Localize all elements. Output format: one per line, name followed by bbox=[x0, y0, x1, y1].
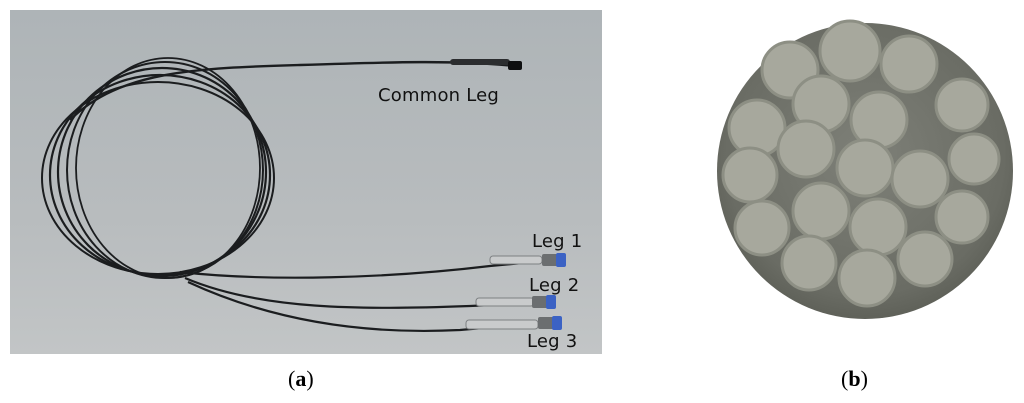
leg1-label: Leg 1 bbox=[532, 231, 583, 252]
fiber-cross-section-illustration bbox=[717, 19, 1013, 319]
fiber-bundle-photo: Common Leg Leg 1 Leg 2 Leg 3 bbox=[10, 10, 602, 354]
common-leg-sleeve bbox=[450, 59, 510, 65]
core bbox=[721, 146, 779, 204]
fiber-bundle-illustration bbox=[41, 57, 566, 333]
core bbox=[835, 138, 895, 198]
core bbox=[879, 34, 939, 94]
fiber-cross-section-photo bbox=[714, 18, 1020, 324]
caption-a: (a) bbox=[288, 366, 314, 392]
leg2-label: Leg 2 bbox=[529, 275, 580, 296]
leg1-fiber bbox=[179, 258, 556, 279]
leg2-fiber bbox=[184, 276, 539, 309]
core bbox=[791, 181, 851, 241]
leg2-connector-cap bbox=[546, 295, 556, 309]
core bbox=[848, 197, 908, 257]
leg2-connector-body bbox=[532, 296, 548, 308]
leg1-connector-cap bbox=[556, 253, 566, 267]
caption-b-letter: b bbox=[848, 366, 861, 391]
core bbox=[890, 149, 950, 209]
core bbox=[837, 248, 897, 308]
caption-a-close-paren: ) bbox=[306, 366, 314, 391]
common-leg-label: Common Leg bbox=[378, 85, 500, 106]
leg3-sleeve bbox=[465, 319, 539, 330]
core bbox=[896, 230, 954, 288]
fiber-coil bbox=[41, 57, 275, 279]
common-leg-connector bbox=[508, 61, 522, 70]
core bbox=[934, 77, 990, 133]
core bbox=[947, 132, 1001, 186]
fiber-cores bbox=[721, 19, 1001, 308]
core bbox=[934, 189, 990, 245]
leg3-label: Leg 3 bbox=[527, 331, 578, 352]
leg3-connector-cap bbox=[552, 316, 562, 330]
core bbox=[818, 19, 882, 83]
caption-b-close-paren: ) bbox=[860, 366, 868, 391]
caption-b-open-paren: ( bbox=[841, 366, 849, 391]
leg1-connector-body bbox=[542, 254, 558, 266]
caption-a-letter: a bbox=[295, 366, 307, 391]
leg3-connector-body bbox=[538, 317, 554, 329]
core bbox=[780, 234, 838, 292]
leg1-sleeve bbox=[489, 255, 543, 265]
leg2-sleeve bbox=[475, 297, 535, 307]
core bbox=[776, 119, 836, 179]
caption-a-open-paren: ( bbox=[288, 366, 296, 391]
caption-b: (b) bbox=[841, 366, 868, 392]
leg3-fiber bbox=[187, 281, 553, 333]
core bbox=[733, 199, 791, 257]
